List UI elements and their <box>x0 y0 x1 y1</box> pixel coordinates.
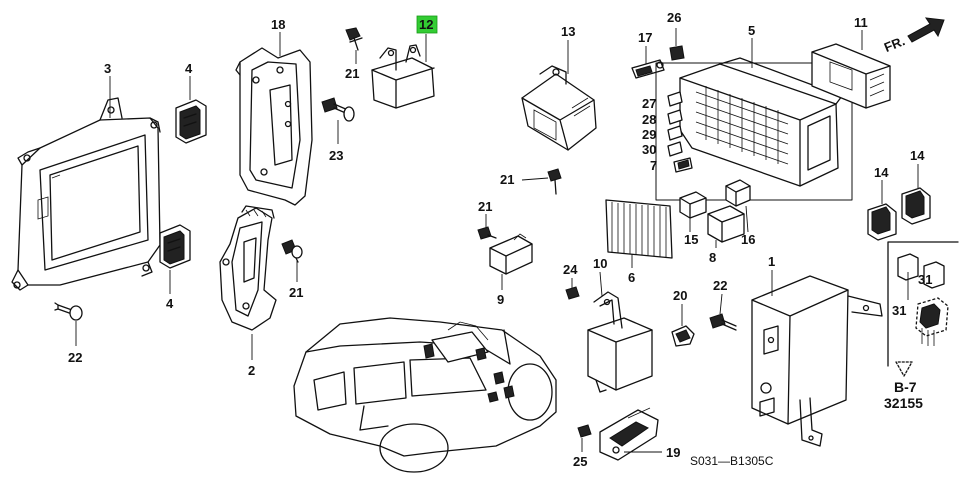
front-direction-label: FR. <box>882 33 907 55</box>
callout-14-right[interactable]: 14 <box>910 148 925 163</box>
part-26-clip[interactable] <box>669 45 685 61</box>
callout-28[interactable]: 28 <box>642 112 656 127</box>
callout-21-center[interactable]: 21 <box>500 172 514 187</box>
part-14-socket-left[interactable] <box>867 203 897 241</box>
callout-31-lower[interactable]: 31 <box>892 303 906 318</box>
callout-2[interactable]: 2 <box>248 363 255 378</box>
part-23-bolt[interactable] <box>321 97 355 122</box>
reference-line-1[interactable]: B-7 <box>894 379 917 395</box>
callout-21-top[interactable]: 21 <box>345 66 359 81</box>
callout-20[interactable]: 20 <box>673 288 687 303</box>
front-direction-indicator <box>907 17 945 43</box>
callout-11[interactable]: 11 <box>854 15 868 30</box>
part-28-fuse[interactable] <box>667 109 683 125</box>
callout-21-mid[interactable]: 21 <box>289 285 303 300</box>
callout-9[interactable]: 9 <box>497 292 504 307</box>
part-31-relay-group[interactable] <box>887 241 959 377</box>
callout-6[interactable]: 6 <box>628 270 635 285</box>
callout-29[interactable]: 29 <box>642 127 656 142</box>
callout-30[interactable]: 30 <box>642 142 656 157</box>
car-silhouette <box>293 317 557 473</box>
part-24-screw[interactable] <box>565 286 580 300</box>
part-4-connector-lower[interactable] <box>159 224 191 269</box>
callout-27[interactable]: 27 <box>642 96 656 111</box>
part-22-bolt-left[interactable] <box>54 302 83 321</box>
part-10-relay[interactable] <box>587 291 653 393</box>
reference-line-2[interactable]: 32155 <box>884 395 923 411</box>
part-20-clip[interactable] <box>671 325 695 347</box>
callout-15[interactable]: 15 <box>684 232 698 247</box>
part-16-relay[interactable] <box>725 179 751 207</box>
part-21-screw-center[interactable] <box>547 168 562 195</box>
callout-19[interactable]: 19 <box>666 445 680 460</box>
callout-10[interactable]: 10 <box>593 256 607 271</box>
part-4-connector-upper[interactable] <box>175 99 207 144</box>
callout-31-upper[interactable]: 31 <box>918 272 932 287</box>
callout-23[interactable]: 23 <box>329 148 343 163</box>
callout-21-left[interactable]: 21 <box>478 199 492 214</box>
part-21-screw-left[interactable] <box>477 226 497 240</box>
callout-25[interactable]: 25 <box>573 454 587 469</box>
callout-13[interactable]: 13 <box>561 24 575 39</box>
callout-22-right[interactable]: 22 <box>713 278 727 293</box>
callout-16[interactable]: 16 <box>741 232 755 247</box>
callout-4-lower[interactable]: 4 <box>166 296 174 311</box>
part-3-ecu-unit[interactable] <box>11 97 161 291</box>
part-22-bolt-right[interactable] <box>709 313 737 331</box>
part-25-screw[interactable] <box>577 424 592 438</box>
diagram-code: S031—B1305C <box>690 454 774 468</box>
part-8-relay[interactable] <box>707 205 745 243</box>
part-19-module[interactable] <box>599 407 659 461</box>
part-14-socket-right[interactable] <box>901 187 931 225</box>
part-21-screw-mid[interactable] <box>281 239 303 263</box>
callout-17[interactable]: 17 <box>638 30 652 45</box>
callout-4-upper[interactable]: 4 <box>185 61 193 76</box>
part-29-fuse[interactable] <box>667 125 683 141</box>
callout-7[interactable]: 7 <box>650 158 657 173</box>
part-1-bracket-unit[interactable] <box>751 275 883 447</box>
part-6-panel[interactable] <box>605 199 673 259</box>
callout-26[interactable]: 26 <box>667 10 681 25</box>
callout-18[interactable]: 18 <box>271 17 285 32</box>
callout-14-left[interactable]: 14 <box>874 165 889 180</box>
part-9-module[interactable] <box>489 233 533 275</box>
callout-22-left[interactable]: 22 <box>68 350 82 365</box>
callout-5[interactable]: 5 <box>748 23 755 38</box>
callout-12[interactable]: 12 <box>419 17 433 32</box>
callout-1[interactable]: 1 <box>768 254 775 269</box>
callout-3[interactable]: 3 <box>104 61 111 76</box>
part-21-screw-top[interactable] <box>345 27 363 51</box>
part-7-fuse[interactable] <box>673 157 693 173</box>
part-11-module[interactable] <box>811 43 891 109</box>
part-12-relay[interactable] <box>371 44 435 109</box>
part-30-fuse[interactable] <box>667 141 683 157</box>
part-18-bracket[interactable] <box>235 47 313 206</box>
part-2-bracket[interactable] <box>219 205 277 331</box>
part-27-fuse[interactable] <box>667 91 683 107</box>
callout-8[interactable]: 8 <box>709 250 716 265</box>
part-15-relay[interactable] <box>679 191 707 219</box>
part-13-control-unit[interactable] <box>521 65 597 151</box>
part-12-highlight <box>416 15 438 34</box>
callout-24[interactable]: 24 <box>563 262 578 277</box>
